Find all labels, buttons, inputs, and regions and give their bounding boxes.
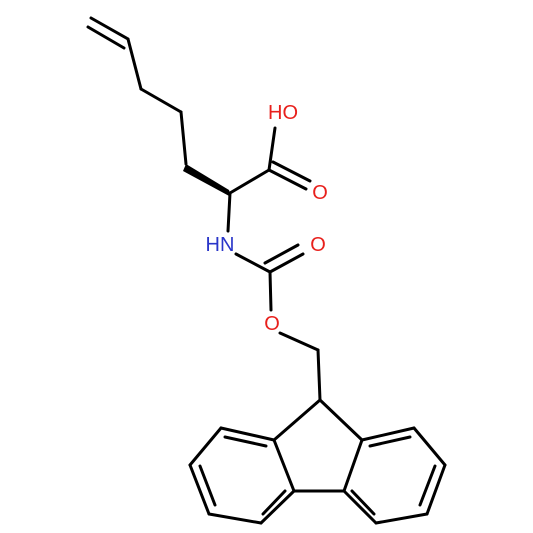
left-ring-inner-1 <box>223 435 268 448</box>
chain-bond-1 <box>126 37 143 91</box>
left-ring-inner-3 <box>261 489 287 516</box>
right-ring-bond-3 <box>425 463 447 516</box>
carboxylic-acid <box>228 126 312 195</box>
carboxyl-oh-bond <box>267 126 277 172</box>
acid-carbonyl-oxygen-label: O <box>312 182 328 204</box>
c9-left-bond <box>272 398 322 442</box>
carbamate <box>226 191 322 402</box>
ester-oxygen-label: O <box>264 313 280 335</box>
right-ring-inner-3 <box>350 489 376 516</box>
right-ring-fusion <box>342 438 364 493</box>
right-ring-inner-2 <box>418 464 437 507</box>
alkene-chain <box>86 16 188 166</box>
left-ring-bond-1 <box>219 426 276 442</box>
right-ring-inner-1 <box>368 435 412 448</box>
carbamate-double-bond-a <box>268 252 305 274</box>
carboxyl-double-bond-b <box>271 160 312 183</box>
chain-bond-3 <box>179 110 188 166</box>
hydroxyl-label: HO <box>268 102 298 124</box>
terminal-double-bond-b <box>86 25 126 50</box>
left-ring-bond-4 <box>207 512 263 525</box>
terminal-double-bond-a <box>89 16 130 41</box>
nitrogen-to-carbonyl-bond <box>234 252 272 274</box>
fluorenyl-group <box>188 398 447 525</box>
alpha-to-carboxyl-bond <box>228 168 271 195</box>
c9-right-bond <box>318 398 364 442</box>
left-ring-fusion <box>272 438 296 493</box>
carbamate-oxygen-label: O <box>310 234 326 256</box>
methylene-to-fluorenyl-bond <box>316 348 322 402</box>
carboxyl-double-bond-a <box>267 168 308 191</box>
amine-label: HN <box>206 234 235 256</box>
left-ring-bond-5 <box>259 489 296 525</box>
right-ring-bond-1 <box>360 426 416 442</box>
right-ring-bond-2 <box>412 426 447 467</box>
ester-o-to-methylene-bond <box>278 331 320 352</box>
right-ring-bond-4 <box>374 512 429 525</box>
left-ring-bond-2 <box>188 426 223 467</box>
carbonyl-to-ester-o-bond <box>268 270 273 312</box>
right-ring-bond-5 <box>342 489 378 525</box>
stereo-wedge-bond <box>183 164 231 197</box>
left-ring-inner-2 <box>198 464 217 507</box>
alpha-to-nitrogen-bond <box>226 191 232 233</box>
chain-bond-2 <box>139 87 183 114</box>
left-ring-bond-3 <box>188 463 211 516</box>
carbamate-double-bond-b <box>263 243 300 265</box>
